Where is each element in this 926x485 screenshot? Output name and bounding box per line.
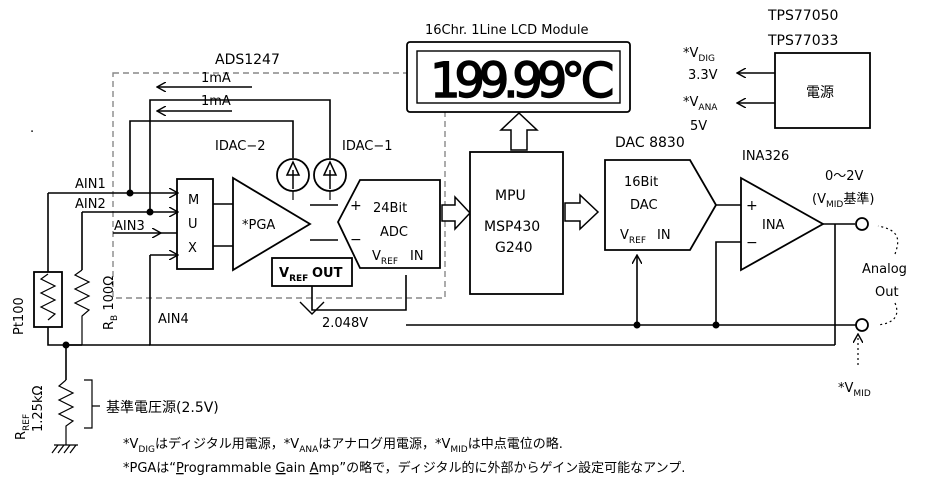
ain4-label: AIN4: [158, 312, 189, 327]
ina-plus: +: [746, 198, 758, 214]
mpu-line2: MSP430: [484, 219, 540, 235]
adc-block: [336, 179, 441, 269]
ref-bracket: [84, 379, 100, 429]
power-part1: TPS77050: [767, 8, 838, 24]
mpu-block: [469, 151, 564, 295]
power-label: 電源: [806, 85, 834, 101]
pga-amplifier: [232, 176, 312, 272]
current1-label: 1mA: [201, 71, 231, 86]
current2-label: 1mA: [201, 94, 231, 109]
ina-amplifier: [740, 176, 825, 272]
mpu-dac-bus-arrow: [564, 193, 600, 231]
idac1-label: IDAC−1: [342, 139, 393, 154]
vdig-label: *VDIG: [683, 46, 715, 64]
adc-plus: +: [350, 198, 362, 214]
mux-letter-x: X: [188, 241, 197, 256]
vref-out-label: OUT: [312, 266, 343, 281]
out-label: Out: [875, 285, 899, 300]
dac-block: [604, 159, 718, 251]
pt100-resistor-icon: [39, 273, 57, 321]
vmid-label: *VMID: [838, 381, 871, 399]
adc-minus: −: [350, 232, 362, 248]
adc-mpu-bus-arrow: [441, 195, 472, 231]
ina-label: INA: [762, 218, 785, 233]
vdig-voltage: 3.3V: [688, 68, 718, 83]
ads1247-boundary: [112, 72, 446, 299]
mpu-lcd-bus-arrow: [499, 111, 539, 151]
output-ref: (VMID基準): [812, 191, 874, 210]
vmid-terminal[interactable]: [855, 318, 869, 332]
ref-source-label: 基準電圧源(2.5V): [106, 399, 219, 416]
vref-out-block: [271, 257, 353, 287]
lcd-title: 16Chr. 1Line LCD Module: [425, 23, 589, 38]
idac2-line: [129, 120, 294, 193]
idac2-label: IDAC−2: [215, 139, 266, 154]
footnote-1: *VDIGはディジタル用電源，*VANAはアナログ用電源，*VMIDは中点電位の…: [123, 436, 563, 455]
dac-vref-in: IN: [657, 228, 671, 243]
ain2-label: AIN2: [75, 197, 106, 212]
rref-label: RREF: [14, 414, 32, 440]
ain3-label: AIN3: [114, 219, 145, 234]
rb-resistor-icon: [73, 269, 91, 345]
mux-block: [176, 178, 214, 270]
dac-line2: DAC: [630, 198, 658, 213]
ina-minus: −: [746, 235, 758, 251]
dac-title: DAC 8830: [615, 135, 685, 151]
idac1-arrow-icon: [322, 160, 338, 189]
analog-label: Analog: [862, 262, 907, 277]
ain1-label: AIN1: [75, 177, 106, 192]
rref-value: 1.25kΩ: [31, 386, 46, 432]
idac2-arrow-icon: [285, 160, 301, 189]
vref-voltage: 2.048V: [322, 316, 368, 331]
idac1-line: [149, 99, 331, 212]
ads1247-label: ADS1247: [215, 52, 280, 68]
lcd-digits: 199.99℃: [430, 53, 615, 109]
power-part2: TPS77033: [767, 33, 838, 49]
rb-label: RB 100Ω: [102, 276, 120, 330]
mpu-line1: MPU: [495, 188, 526, 204]
rref-resistor-icon: [57, 379, 75, 436]
pt100-label: Pt100: [12, 297, 27, 335]
mpu-line3: G240: [495, 240, 533, 256]
mux-letter-u: U: [188, 217, 198, 232]
output-range: 0～2V: [825, 169, 864, 184]
footnote-2: *PGAは“Programmable Gain Amp”の略で，ディジタル的に外…: [123, 460, 685, 476]
pt100-sensor: [33, 271, 63, 328]
lcd-screen: [416, 50, 621, 104]
vref-line: [311, 275, 407, 311]
adc-line2: ADC: [380, 225, 408, 240]
adc-vref-in: IN: [410, 249, 424, 264]
adc-line1: 24Bit: [373, 201, 407, 216]
pga-label: *PGA: [242, 218, 275, 233]
vana-voltage: 5V: [690, 119, 707, 134]
mux-letter-m: M: [188, 193, 199, 208]
output-terminal[interactable]: [855, 217, 869, 231]
ground-icon: [54, 436, 78, 446]
dac-line1: 16Bit: [624, 175, 658, 190]
power-supply-block: [774, 52, 871, 129]
svg-text:.: .: [30, 121, 34, 136]
ina-title: INA326: [742, 149, 789, 164]
vana-label: *VANA: [683, 95, 718, 113]
